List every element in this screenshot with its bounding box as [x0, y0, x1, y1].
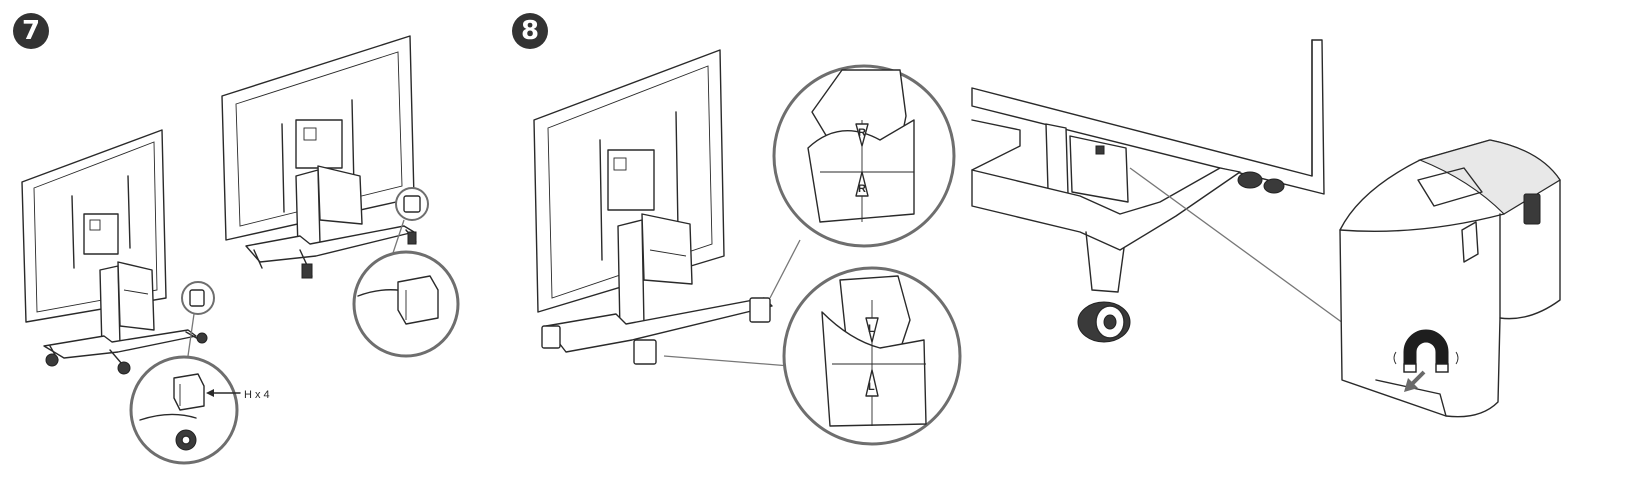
step-8-illustration: R R L L [533, 39, 1561, 446]
step-8-badge: 8 [512, 13, 548, 49]
h-part-detail [129, 355, 239, 465]
small-display-stand [21, 129, 208, 375]
h-part-detail-2 [352, 250, 460, 358]
stand-closeup [971, 39, 1325, 343]
right-marker-top: R [858, 127, 866, 139]
left-foot-detail: L L [782, 266, 962, 446]
step-8-number: 8 [520, 16, 540, 46]
left-marker-bottom: L [868, 381, 875, 393]
large-display-stand [221, 35, 417, 279]
cover-part-detail [1339, 139, 1561, 418]
h-part-small [189, 289, 205, 307]
step-7-illustration: H x 4 [21, 35, 460, 465]
h-quantity-label: H x 4 [244, 389, 270, 401]
right-marker-bottom: R [858, 183, 866, 195]
right-foot-detail: R R [772, 64, 956, 248]
magnet-icon [1393, 329, 1459, 373]
h-quantity-callout: H x 4 [206, 389, 270, 401]
h-part-small-2 [403, 195, 421, 213]
left-marker-top: L [868, 323, 875, 335]
arrow-down-left-icon [1404, 370, 1426, 392]
step-7-badge: 7 [13, 13, 49, 49]
step-7-number: 7 [21, 16, 41, 46]
step8-display-stand [533, 49, 773, 365]
